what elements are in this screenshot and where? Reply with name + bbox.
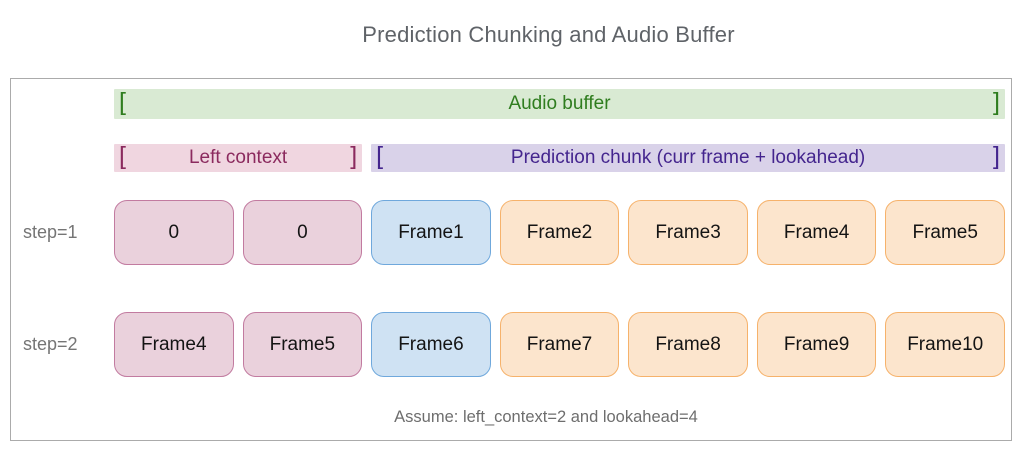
left-context-label: Left context	[188, 147, 288, 168]
audio-buffer-label: Audio buffer	[508, 93, 611, 114]
frame-cell: Frame4	[756, 200, 877, 265]
open-bracket: [	[119, 87, 126, 116]
context-prediction-row: [ Left context ] [ Prediction chunk (cur…	[11, 141, 1011, 172]
frame-cell: Frame10	[885, 312, 1005, 377]
step-1-label: step=1	[23, 222, 78, 242]
audio-buffer-band: [ Audio buffer ]	[114, 89, 1005, 119]
step-2-row: step=2 Frame4 Frame5 Frame6 Frame7 Frame…	[11, 312, 1011, 377]
left-context-band: [ Left context ]	[114, 141, 363, 172]
step-1-row: step=1 0 0 Frame1 Frame2 Frame3 Frame4 F…	[11, 200, 1011, 265]
frame-cell: 0	[242, 200, 363, 265]
frame-cell: Frame4	[114, 312, 234, 377]
close-bracket: ]	[993, 141, 1000, 170]
frame-cell: Frame6	[371, 312, 491, 377]
frame-cell: 0	[114, 200, 234, 265]
frame-cell: Frame1	[371, 200, 491, 265]
open-bracket: [	[119, 141, 126, 170]
open-bracket: [	[376, 141, 384, 170]
page-title: Prediction Chunking and Audio Buffer	[362, 22, 735, 47]
close-bracket: ]	[993, 87, 1000, 116]
audio-buffer-row: [ Audio buffer ]	[11, 79, 1011, 119]
frame-cell: Frame7	[499, 312, 620, 377]
prediction-chunk-label: Prediction chunk (curr frame + lookahead…	[510, 147, 866, 168]
frame-cell: Frame2	[499, 200, 620, 265]
frame-cell: Frame8	[628, 312, 748, 377]
close-bracket: ]	[350, 141, 358, 170]
step-2-label: step=2	[23, 334, 78, 354]
assumption-note: Assume: left_context=2 and lookahead=4	[394, 408, 698, 426]
prediction-chunk-band: [ Prediction chunk (curr frame + lookahe…	[371, 141, 1005, 172]
frame-cell: Frame9	[756, 312, 877, 377]
frame-cell: Frame5	[885, 200, 1005, 265]
diagram-frame: [ Audio buffer ] [ Left context ] [ Pred…	[10, 78, 1012, 441]
frame-cell: Frame3	[628, 200, 748, 265]
frame-cell: Frame5	[242, 312, 363, 377]
